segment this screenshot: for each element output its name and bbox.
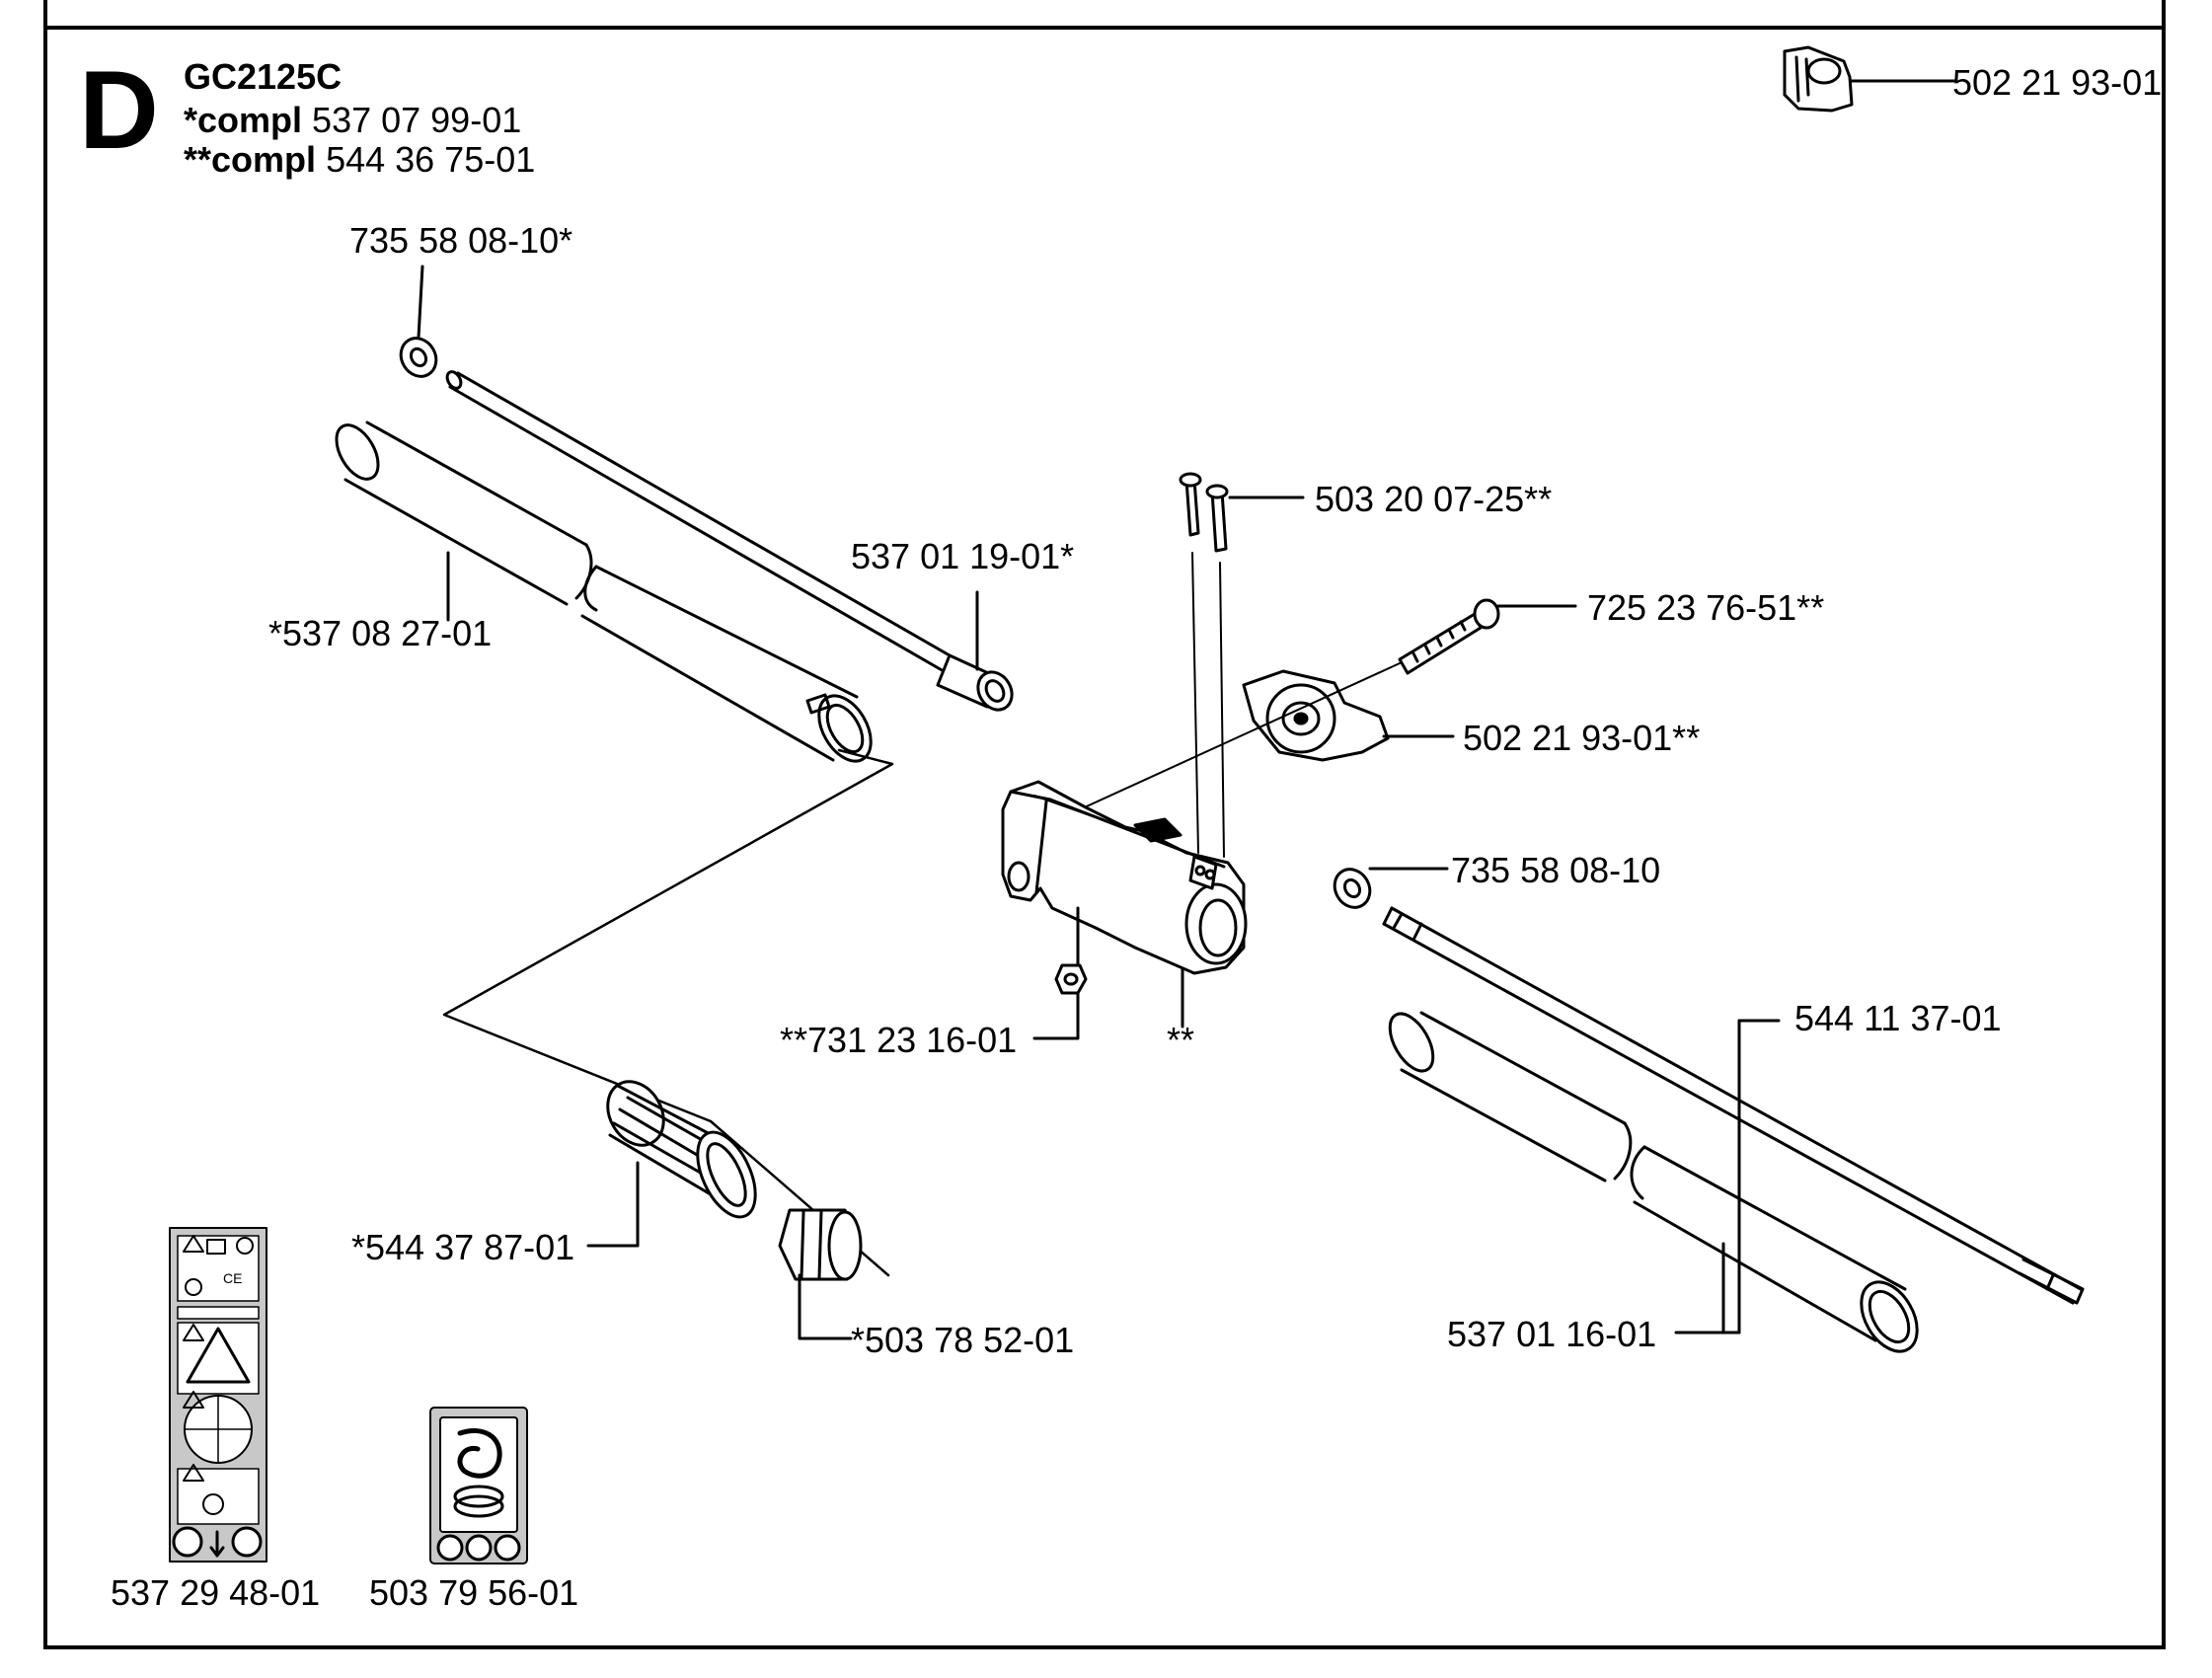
tube-upper-icon — [335, 420, 873, 763]
compl-double-line: **compl 544 36 75-01 — [184, 142, 535, 178]
drive-shaft-upper-icon — [445, 370, 1014, 712]
label-washer-lower: 735 58 08-10 — [1451, 850, 1661, 890]
compl-double-number: 544 36 75-01 — [326, 139, 536, 180]
knob-clamp-icon — [1242, 669, 1390, 762]
nut-icon — [1054, 963, 1088, 995]
knob-top-icon — [1783, 45, 1854, 113]
label-tube-lower: 537 01 16-01 — [1447, 1314, 1657, 1354]
leader-bushing — [586, 1161, 640, 1248]
leader-nut — [1032, 906, 1080, 1040]
leader-washer-upper — [417, 265, 424, 340]
bolt-icon — [1398, 598, 1500, 675]
bushing-icon — [606, 1080, 757, 1219]
label-bolt: 725 23 76-51** — [1587, 587, 1825, 628]
label-decal-trimmer: 503 79 56-01 — [369, 1572, 579, 1613]
label-coupling-marker: ** — [1167, 1020, 1195, 1060]
diagram-frame — [43, 0, 2166, 1649]
model-name: GC2125C — [184, 56, 343, 97]
label-knob-top: 502 21 93-01 — [1952, 62, 2163, 103]
screws-icon — [1179, 472, 1229, 858]
label-drive-shaft-lower: 544 11 37-01 — [1794, 998, 2002, 1038]
trimmer-decal-icon — [429, 1407, 528, 1564]
compl-single-word: compl — [197, 100, 303, 140]
washer-lower-icon — [1333, 868, 1372, 909]
assembly-line — [442, 748, 894, 1123]
compl-double-word: compl — [211, 139, 317, 180]
compl-single-prefix: * — [184, 100, 198, 140]
drive-shaft-lower-icon — [1382, 906, 2085, 1305]
label-nut: **731 23 16-01 — [780, 1020, 1018, 1060]
compl-double-prefix: ** — [184, 139, 212, 180]
compl-single-number: 537 07 99-01 — [312, 100, 522, 140]
top-border-line — [43, 26, 2166, 30]
label-knob-clamp: 502 21 93-01** — [1463, 718, 1701, 758]
label-drive-shaft-upper: 537 01 19-01* — [851, 536, 1075, 576]
svg-text:CE: CE — [223, 1270, 242, 1286]
warning-decal-icon: CE — [169, 1227, 267, 1563]
sleeve-icon — [778, 1208, 863, 1281]
leader-sleeve — [798, 1273, 853, 1340]
bolt-axis — [1053, 662, 1401, 822]
label-tube-upper: *537 08 27-01 — [268, 613, 493, 653]
label-bushing: *544 37 87-01 — [351, 1227, 575, 1267]
label-screws: 503 20 07-25** — [1315, 479, 1553, 519]
washer-upper-icon — [399, 337, 438, 378]
compl-single-line: *compl 537 07 99-01 — [184, 103, 521, 138]
coupling-icon — [1001, 780, 1248, 975]
tube-lower-icon — [1388, 1011, 1919, 1353]
label-sleeve: *503 78 52-01 — [851, 1320, 1075, 1360]
leader-tube-lower — [1674, 1242, 1725, 1335]
label-decal-warning: 537 29 48-01 — [111, 1572, 321, 1613]
label-washer-upper: 735 58 08-10* — [349, 220, 573, 261]
section-letter: D — [79, 48, 159, 172]
